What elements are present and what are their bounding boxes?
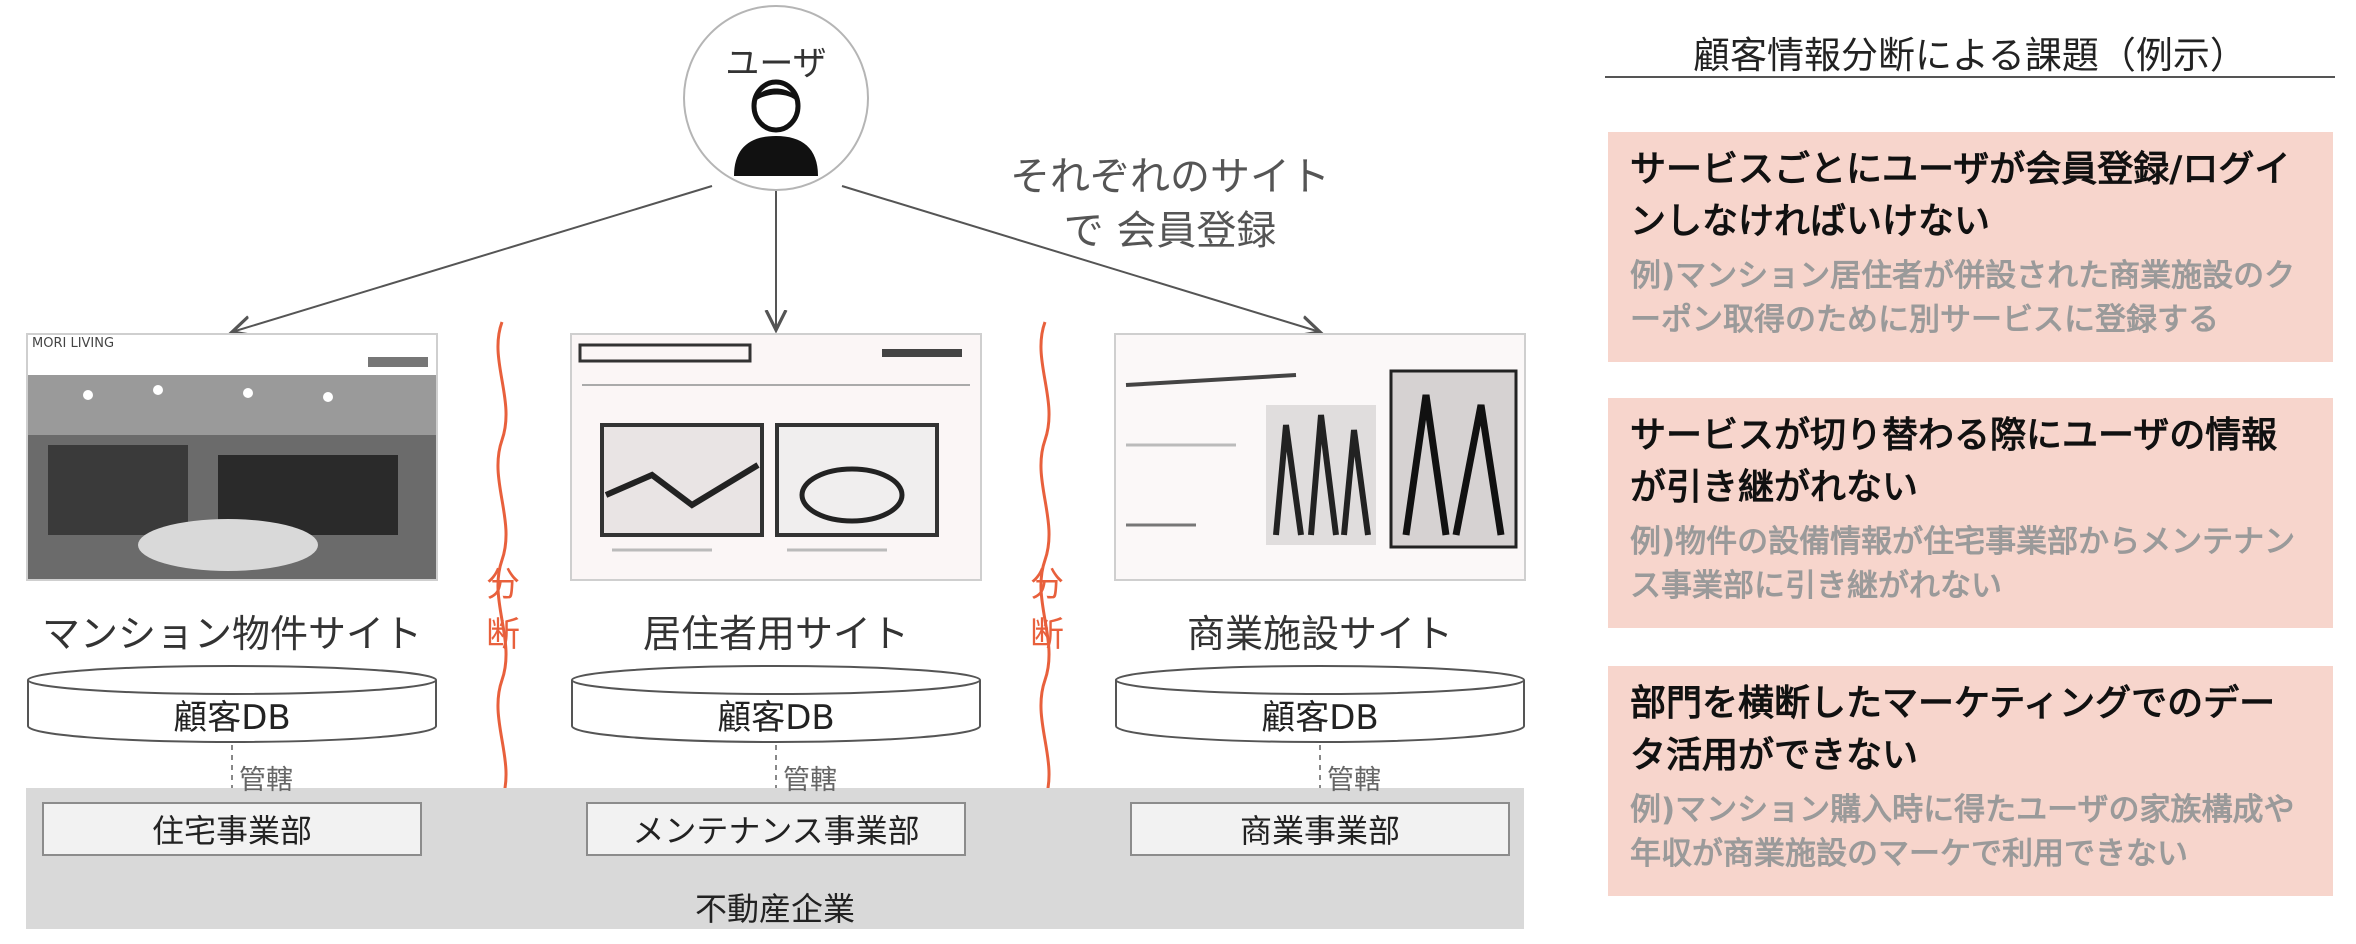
issue-title-3: 部門を横断したマーケティングでのデータ活用ができない — [1630, 683, 2276, 776]
panel-title-rule — [1605, 76, 2335, 78]
db-label-1: 顧客DB — [173, 698, 291, 738]
user-label: ユーザ — [725, 44, 827, 84]
customer-db-cylinder-2 — [571, 665, 981, 743]
issue-card-3: 部門を横断したマーケティングでのデータ活用ができない 例)マンション購入時に得た… — [1608, 666, 2333, 896]
company-label: 不動産企業 — [694, 890, 855, 928]
site-label-resident: 居住者用サイト — [642, 612, 909, 656]
jurisdiction-label-2: 管轄 — [783, 765, 837, 796]
issue-example-2: 例)物件の設備情報が住宅事業部からメンテナンス事業部に引き継がれない — [1630, 524, 2296, 604]
issue-example-1: 例)マンション居住者が併設された商業施設のクーポン取得のために別サービスに登録す… — [1630, 258, 2296, 338]
department-housing: 住宅事業部 — [42, 802, 422, 856]
department-maintenance: メンテナンス事業部 — [586, 802, 966, 856]
db-label-2: 顧客DB — [717, 698, 835, 738]
split-label-2: 分 断 — [1030, 565, 1064, 655]
jurisdiction-label-3: 管轄 — [1327, 765, 1381, 796]
department-commercial: 商業事業部 — [1130, 802, 1510, 856]
site-label-mansion: マンション物件サイト — [41, 612, 422, 656]
screenshot-brand: MORI LIVING — [32, 336, 115, 351]
issue-card-1: サービスごとにユーザが会員登録/ログインしなければいけない 例)マンション居住者… — [1608, 132, 2333, 362]
user-icon — [734, 79, 818, 176]
issue-card-2: サービスが切り替わる際にユーザの情報が引き継がれない 例)物件の設備情報が住宅事… — [1608, 398, 2333, 628]
site-screenshot-resident — [570, 333, 982, 581]
arrow-to-site-3 — [841, 185, 1320, 332]
db-label-3: 顧客DB — [1261, 698, 1379, 738]
issue-title-1: サービスごとにユーザが会員登録/ログインしなければいけない — [1630, 149, 2291, 242]
register-note: それぞれのサイトで 会員登録 — [1010, 154, 1330, 254]
site-screenshot-commercial — [1114, 333, 1526, 581]
customer-db-cylinder-3 — [1115, 665, 1525, 743]
panel-title: 顧客情報分断による課題（例示） — [1693, 34, 2247, 77]
jurisdiction-label-1: 管轄 — [239, 765, 293, 796]
site-label-commercial: 商業施設サイト — [1186, 612, 1453, 656]
customer-db-cylinder-1 — [27, 665, 437, 743]
issue-example-3: 例)マンション購入時に得たユーザの家族構成や年収が商業施設のマーケで利用できない — [1630, 792, 2295, 872]
split-label-1: 分 断 — [486, 565, 520, 655]
arrow-to-site-1 — [232, 185, 713, 332]
site-screenshot-mansion — [26, 333, 438, 581]
issue-title-2: サービスが切り替わる際にユーザの情報が引き継がれない — [1630, 415, 2278, 508]
